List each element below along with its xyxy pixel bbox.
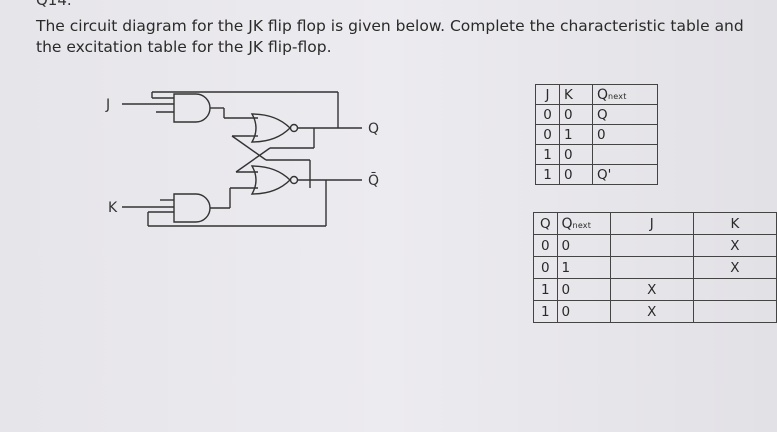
- cell-q: 0: [533, 256, 558, 279]
- table-row: 0 0 X: [533, 234, 777, 257]
- table-row: 1 0 Q': [535, 164, 658, 185]
- cell-k: 0: [559, 164, 593, 185]
- header-q: Q: [533, 212, 558, 235]
- q-label: Q: [368, 121, 379, 137]
- cell-q-next[interactable]: Q': [592, 164, 658, 185]
- table-row: 1 0: [535, 144, 658, 165]
- cell-k: 0: [559, 104, 593, 125]
- header-j: J: [535, 84, 560, 105]
- excitation-table: Q Qnext J K 0 0 X 0 1 X 1 0 X 1 0: [533, 212, 777, 323]
- table-row: 1 0 X: [533, 300, 777, 323]
- question-number: Q14.: [36, 0, 72, 9]
- nor-gate-top: [250, 113, 291, 143]
- characteristic-table: J K Qnext 0 0 Q 0 1 0 1 0 1 0 Q': [535, 84, 658, 185]
- and-gate-top: [173, 93, 211, 123]
- cell-k[interactable]: X: [692, 256, 777, 279]
- j-label: J: [105, 97, 110, 113]
- cross-wire-1: [231, 135, 267, 161]
- cell-q-next: 0: [556, 234, 611, 257]
- table-header-row: Q Qnext J K: [533, 212, 777, 235]
- cell-j: 1: [535, 144, 560, 165]
- k-label: K: [108, 200, 118, 216]
- cell-q-next: 0: [556, 300, 611, 323]
- table-row: 0 0 Q: [535, 104, 658, 125]
- cell-q: 1: [533, 300, 558, 323]
- cell-j: 0: [535, 124, 560, 145]
- cell-k[interactable]: X: [692, 234, 777, 257]
- header-q-next: Qnext: [556, 212, 611, 235]
- cell-j[interactable]: [609, 256, 694, 279]
- q-bar-label: Q̄: [368, 171, 379, 189]
- cell-k: 0: [559, 144, 593, 165]
- cell-k[interactable]: [692, 278, 777, 301]
- cell-j: 1: [535, 164, 560, 185]
- cell-j[interactable]: [609, 234, 694, 257]
- cell-q-next[interactable]: [592, 144, 658, 165]
- header-q-next: Qnext: [592, 84, 658, 105]
- header-j: J: [609, 212, 694, 235]
- and-gate-bottom: [173, 193, 211, 223]
- cross-wire-2: [235, 147, 271, 173]
- nor-top-bubble: [289, 123, 299, 133]
- table-row: 0 1 X: [533, 256, 777, 279]
- cell-k[interactable]: [692, 300, 777, 323]
- header-k: K: [559, 84, 593, 105]
- cell-j[interactable]: X: [609, 300, 694, 323]
- nor-gate-bottom: [250, 165, 291, 195]
- table-row: 0 1 0: [535, 124, 658, 145]
- cell-q: 1: [533, 278, 558, 301]
- header-k: K: [692, 212, 777, 235]
- jk-flip-flop-circuit: J K Q Q̄: [105, 91, 379, 227]
- question-text: The circuit diagram for the JK flip flop…: [36, 17, 744, 56]
- cell-q: 0: [533, 234, 558, 257]
- nor-bottom-bubble: [289, 175, 299, 185]
- table-row: 1 0 X: [533, 278, 777, 301]
- table-header-row: J K Qnext: [535, 84, 658, 105]
- cell-j: 0: [535, 104, 560, 125]
- cell-j[interactable]: X: [609, 278, 694, 301]
- cell-q-next: 1: [556, 256, 611, 279]
- cell-q-next[interactable]: 0: [592, 124, 658, 145]
- cell-k: 1: [559, 124, 593, 145]
- cell-q-next[interactable]: Q: [592, 104, 658, 125]
- cell-q-next: 0: [556, 278, 611, 301]
